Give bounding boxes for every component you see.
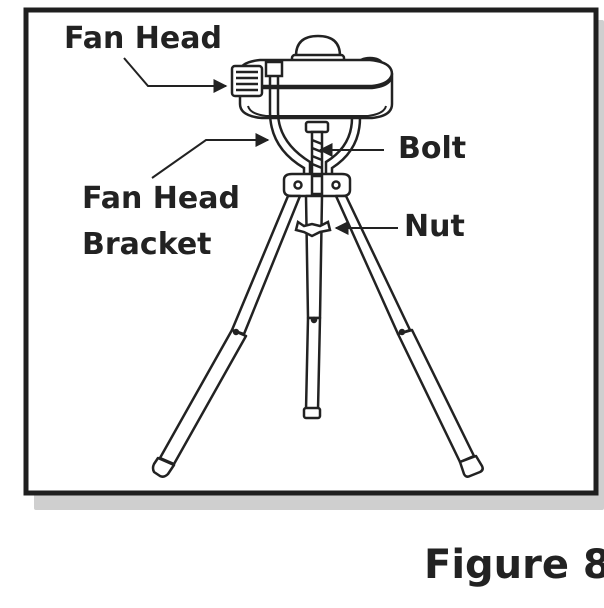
- tripod-legs: [151, 194, 484, 478]
- bracket-label-line2: Bracket: [82, 227, 212, 262]
- bracket-callout: [151, 133, 270, 179]
- fan-head-label: Fan Head: [64, 21, 222, 56]
- figure-caption: Figure 8: [424, 542, 604, 588]
- fan-head: [230, 34, 394, 120]
- fan-head-bracket: [264, 60, 362, 176]
- fan-head-callout: [123, 57, 228, 93]
- tripod-head: [282, 172, 352, 198]
- nut: [294, 219, 332, 238]
- bracket-label-line1: Fan Head: [82, 181, 240, 216]
- bolt-label: Bolt: [398, 131, 466, 166]
- vent-grille: [230, 64, 264, 98]
- nut-label: Nut: [404, 209, 465, 244]
- callout-lines: [123, 57, 398, 235]
